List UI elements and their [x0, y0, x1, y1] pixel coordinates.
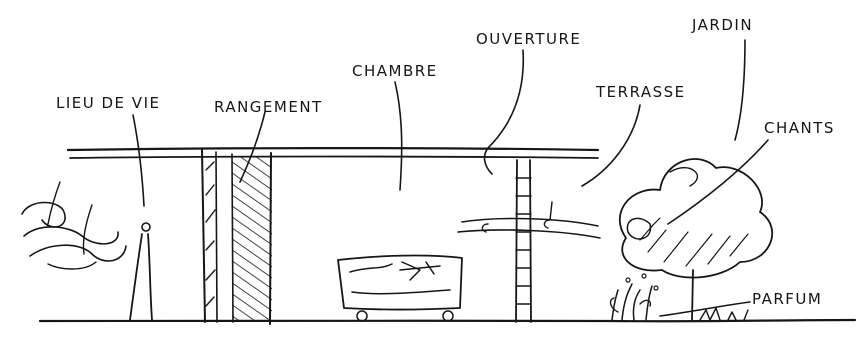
label-chambre: CHAMBRE [352, 62, 438, 80]
label-ouverture: OUVERTURE [476, 30, 581, 48]
label-lieu-de-vie: LIEU DE VIE [56, 94, 160, 112]
garden-tree [620, 159, 772, 320]
roof-line-lower [70, 157, 598, 159]
roof-line [68, 148, 598, 150]
leader-terrasse [582, 105, 640, 186]
label-terrasse: TERRASSE [595, 83, 686, 101]
bed-furniture [338, 256, 462, 321]
leader-jardin [735, 40, 745, 140]
leader-ouverture [485, 50, 524, 174]
label-rangement: RANGEMENT [214, 98, 323, 116]
leader-lieu-de-vie [133, 115, 144, 206]
label-parfum: PARFUM [752, 290, 822, 308]
opening-column [458, 160, 600, 322]
leader-chambre [395, 82, 402, 190]
label-chants: CHANTS [764, 119, 835, 137]
person-figure [130, 223, 152, 320]
storage-wall [202, 150, 272, 324]
leader-parfum [660, 302, 750, 316]
label-jardin: JARDIN [691, 16, 753, 34]
wind-swirls [22, 182, 126, 269]
